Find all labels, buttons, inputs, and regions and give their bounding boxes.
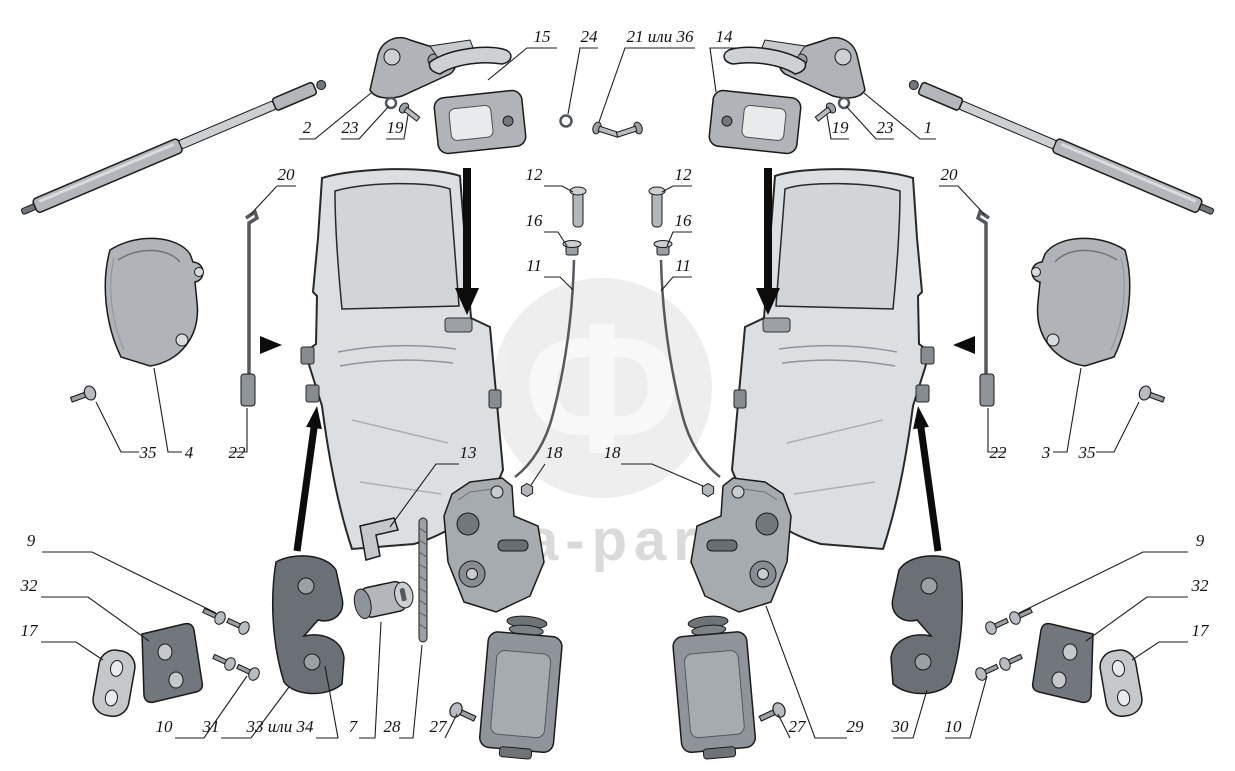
callout-11-left: 11 (526, 256, 574, 291)
svg-text:23: 23 (342, 118, 359, 137)
svg-text:4: 4 (185, 443, 194, 462)
callout-20-left: 20 (249, 165, 296, 216)
callout-1: 1 (863, 92, 936, 140)
svg-text:12: 12 (526, 165, 544, 184)
callout-23-left: 23 (341, 105, 390, 140)
lock-clip-13 (359, 517, 399, 561)
callout-27-left: 27 (430, 713, 458, 739)
callout-11-right: 11 (660, 256, 692, 292)
callout-17-left: 17 (21, 621, 104, 661)
svg-text:19: 19 (832, 118, 850, 137)
callout-24: 24 (567, 27, 599, 115)
svg-text:22: 22 (229, 443, 247, 462)
callout-4: 4 (153, 367, 194, 462)
svg-text:17: 17 (21, 621, 40, 640)
callout-10-left: 10 (156, 675, 248, 739)
callout-15: 15 (487, 27, 557, 81)
svg-text:18: 18 (546, 443, 564, 462)
svg-text:27: 27 (789, 717, 808, 736)
callout-32-left: 32 (20, 576, 150, 642)
callout-29: 29 (765, 605, 865, 739)
svg-text:9: 9 (27, 531, 36, 550)
callout-9-right: 9 (1018, 531, 1205, 614)
svg-text:11: 11 (526, 256, 542, 275)
callout-18-left: 18 (530, 443, 564, 486)
svg-text:12: 12 (675, 165, 693, 184)
callout-28: 28 (384, 644, 423, 739)
callout-32-right: 32 (1085, 576, 1210, 642)
callout-35-left: 35 (95, 401, 157, 462)
svg-text:10: 10 (156, 717, 174, 736)
svg-text:32: 32 (1191, 576, 1210, 595)
callout-2: 2 (299, 92, 372, 140)
callout-19-left: 19 (386, 114, 409, 140)
svg-text:13: 13 (460, 443, 477, 462)
callout-12-left: 12 (526, 165, 574, 193)
svg-text:21 или 36: 21 или 36 (627, 27, 694, 46)
callout-22-left: 22 (229, 408, 248, 462)
svg-text:15: 15 (534, 27, 551, 46)
svg-text:20: 20 (941, 165, 959, 184)
svg-text:11: 11 (675, 256, 691, 275)
callout-22-right: 22 (987, 408, 1008, 462)
svg-text:9: 9 (1196, 531, 1205, 550)
svg-text:2: 2 (303, 118, 312, 137)
callout-13: 13 (389, 443, 477, 528)
lock-cylinder-7 (353, 580, 414, 620)
callout-21-36: 21 или 36 (598, 27, 695, 123)
callout-14: 14 (709, 27, 739, 93)
svg-text:19: 19 (387, 118, 405, 137)
callout-20-right: 20 (939, 165, 986, 216)
svg-text:14: 14 (716, 27, 734, 46)
callout-17-right: 17 (1131, 621, 1211, 661)
callout-23-right: 23 (845, 105, 894, 140)
svg-text:1: 1 (924, 118, 933, 137)
svg-text:27: 27 (430, 717, 449, 736)
callout-10-right: 10 (945, 675, 988, 739)
svg-text:30: 30 (891, 717, 910, 736)
callout-35-right: 35 (1078, 401, 1140, 462)
callout-33-34: 33 или 34 (246, 665, 339, 739)
svg-text:29: 29 (847, 717, 865, 736)
callout-16-left: 16 (526, 211, 568, 247)
svg-text:23: 23 (877, 118, 894, 137)
callout-19-right: 19 (826, 114, 850, 140)
svg-text:28: 28 (384, 717, 402, 736)
svg-text:22: 22 (990, 443, 1008, 462)
callout-9-left: 9 (27, 531, 217, 614)
svg-text:7: 7 (349, 717, 359, 736)
callout-30: 30 (891, 689, 928, 739)
svg-text:32: 32 (20, 576, 39, 595)
callout-31: 31 (202, 686, 290, 739)
callout-27-right: 27 (777, 713, 808, 739)
svg-text:3: 3 (1041, 443, 1051, 462)
callout-12-right: 12 (661, 165, 693, 193)
callout-3: 3 (1041, 367, 1082, 462)
svg-text:18: 18 (604, 443, 622, 462)
svg-text:33 или 34: 33 или 34 (246, 717, 314, 736)
svg-text:10: 10 (945, 717, 963, 736)
washer-24 (559, 114, 573, 128)
svg-text:16: 16 (526, 211, 544, 230)
callout-16-right: 16 (666, 211, 693, 247)
callout-7: 7 (349, 621, 382, 739)
svg-text:35: 35 (139, 443, 157, 462)
svg-text:16: 16 (675, 211, 693, 230)
svg-text:20: 20 (278, 165, 296, 184)
callout-18-right: 18 (604, 443, 704, 487)
svg-text:24: 24 (581, 27, 599, 46)
spring-rod-28 (418, 517, 428, 643)
svg-text:31: 31 (202, 717, 220, 736)
svg-text:35: 35 (1078, 443, 1096, 462)
svg-text:17: 17 (1192, 621, 1211, 640)
watermark-logo: Ф (523, 286, 681, 492)
